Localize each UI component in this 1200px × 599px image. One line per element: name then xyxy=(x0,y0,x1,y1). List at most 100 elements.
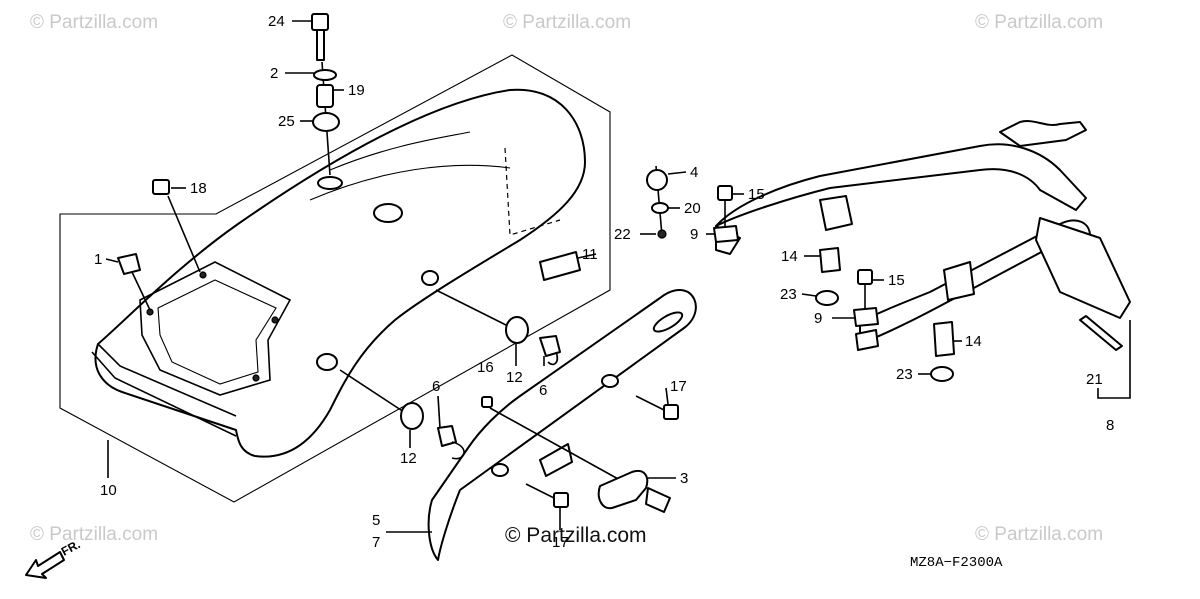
nut-23a xyxy=(815,290,839,306)
callout-14a: 14 xyxy=(781,248,798,265)
grommet-25 xyxy=(312,112,340,132)
bolt-16-leader xyxy=(489,407,621,481)
callout-24: 24 xyxy=(268,13,285,30)
mudguard-plate xyxy=(1035,217,1131,319)
rear-fender-group xyxy=(59,54,611,503)
callout-1: 1 xyxy=(94,251,102,268)
grommet-4 xyxy=(646,169,668,191)
callout-21: 21 xyxy=(1086,371,1103,388)
front-arrow-icon xyxy=(25,551,65,579)
fender-rivet-4 xyxy=(252,374,260,382)
callout-10: 10 xyxy=(100,482,117,499)
grommet-14b xyxy=(933,321,955,357)
rod-21 xyxy=(1079,315,1123,351)
fender-small-parts xyxy=(117,179,201,311)
clip-1-leader xyxy=(131,271,151,311)
fender-ridge xyxy=(309,131,511,201)
subframe-group xyxy=(715,120,1131,351)
nut-22 xyxy=(657,229,667,239)
watermark-bottom-left: © Partzilla.com xyxy=(30,524,158,545)
callout-16: 16 xyxy=(477,359,494,376)
callout-15a: 15 xyxy=(748,186,765,203)
bolt-16 xyxy=(481,396,493,408)
bolt-15b xyxy=(857,269,873,285)
seat-lock-key xyxy=(645,487,671,513)
leader-23a xyxy=(801,293,817,297)
bolt-18 xyxy=(152,179,170,195)
callout-17b: 17 xyxy=(552,534,569,551)
callout-3: 3 xyxy=(680,470,688,487)
callout-2: 2 xyxy=(270,65,278,82)
callout-22: 22 xyxy=(614,226,631,243)
bolt-18-leader xyxy=(167,195,201,273)
leader-1 xyxy=(105,258,119,263)
fender-hole-upper xyxy=(317,176,343,190)
fender-mount-hole-right xyxy=(421,270,439,286)
rear-fender xyxy=(94,88,586,458)
grommet-14a xyxy=(819,247,841,273)
seat-lock-3 xyxy=(597,470,649,510)
callout-12b: 12 xyxy=(400,450,417,467)
callout-6b: 6 xyxy=(432,378,440,395)
bolt-24-shank xyxy=(316,29,325,61)
fender-rivet-3 xyxy=(271,316,279,324)
watermark-top-left: © Partzilla.com xyxy=(30,12,158,33)
callout-25: 25 xyxy=(278,113,295,130)
callout-18: 18 xyxy=(190,180,207,197)
callout-17a: 17 xyxy=(670,378,687,395)
callout-11: 11 xyxy=(582,246,598,263)
subframe-top-hook xyxy=(999,120,1087,147)
callout-15b: 15 xyxy=(888,272,905,289)
callout-7: 7 xyxy=(372,534,380,551)
bolt-17a xyxy=(635,395,669,413)
nut-23b xyxy=(930,366,954,382)
fender-hole-top xyxy=(373,203,403,223)
collar-6b-wire xyxy=(451,441,465,460)
grab-rail xyxy=(427,289,697,561)
collar-6a xyxy=(539,335,561,357)
bolt-24 xyxy=(311,13,329,31)
collar-19 xyxy=(316,84,334,108)
fender-assembly-outline xyxy=(59,54,611,503)
watermark-center: © Partzilla.com xyxy=(505,524,647,547)
diagram-code: MZ8A−F2300A xyxy=(910,555,1003,571)
fender-mount-hole-left xyxy=(316,353,338,371)
grommet-12a xyxy=(505,316,529,344)
front-arrow: FR. xyxy=(25,537,82,579)
stack-4-20-22 xyxy=(646,165,669,239)
watermark-bottom-right: © Partzilla.com xyxy=(975,524,1103,545)
callout-23a: 23 xyxy=(780,286,797,303)
grab-rail-hole-mid xyxy=(601,374,619,388)
grab-rail-slot xyxy=(652,311,684,333)
grommet-12b xyxy=(400,402,424,430)
subframe-tab-right xyxy=(943,261,975,301)
bracket-8 xyxy=(1097,320,1131,399)
rail-bracket xyxy=(539,443,573,477)
leader-6b xyxy=(437,395,441,429)
washer-20 xyxy=(651,202,669,214)
callout-12a: 12 xyxy=(506,369,523,386)
plate-11 xyxy=(539,251,581,281)
collar-6b xyxy=(437,425,457,447)
grommet-9b xyxy=(853,307,879,327)
leader-12b xyxy=(339,369,405,413)
fender-light-recess xyxy=(139,261,292,396)
watermark-top-right: © Partzilla.com xyxy=(975,12,1103,33)
subframe-end-lower xyxy=(855,329,879,351)
leader-lines xyxy=(105,20,962,533)
fender-recess-inner xyxy=(157,279,277,385)
top-bolt-stack xyxy=(311,13,340,176)
leader-12a xyxy=(435,289,509,327)
subframe-lower xyxy=(859,219,1091,345)
fender-rivet-2 xyxy=(199,271,207,279)
collar-6a-wire xyxy=(547,351,559,366)
grommet-9a xyxy=(713,225,739,243)
clip-1 xyxy=(117,253,141,275)
subframe-bracket xyxy=(715,143,1087,227)
watermark-top-center: © Partzilla.com xyxy=(503,12,631,33)
callout-4: 4 xyxy=(690,164,698,181)
leader-17a xyxy=(665,387,669,405)
grab-rail-hole-low xyxy=(491,463,509,477)
grab-rail-group xyxy=(427,289,697,561)
